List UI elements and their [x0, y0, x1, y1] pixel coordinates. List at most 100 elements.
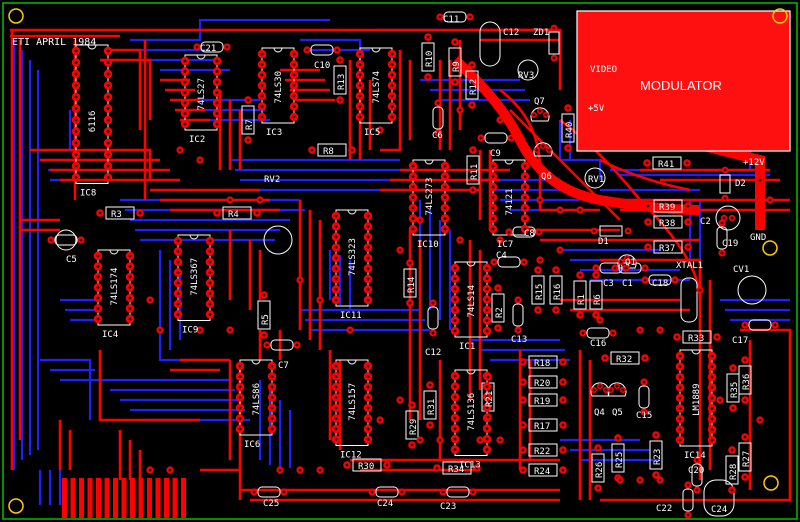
pad-hole — [390, 105, 394, 108]
pad-hole — [718, 398, 722, 402]
pad-hole — [390, 94, 394, 98]
pad-hole — [378, 128, 382, 132]
pad-hole — [98, 211, 102, 215]
diode-body — [719, 174, 731, 194]
resistor-body — [591, 453, 605, 483]
pad-hole — [678, 354, 682, 358]
pad-hole — [262, 333, 266, 337]
pad-hole — [603, 356, 607, 360]
pad-hole — [654, 433, 658, 437]
pad-hole — [426, 35, 430, 39]
pad-hole — [366, 235, 370, 239]
pad-hole — [265, 343, 269, 347]
pad-hole — [626, 229, 630, 233]
pad-hole — [492, 260, 496, 264]
pad-hole — [561, 448, 565, 452]
ic-ref-label: IC6 — [244, 440, 260, 450]
pad-hole — [538, 258, 542, 262]
ic-ref-label: IC2 — [189, 135, 205, 145]
pad-hole — [348, 328, 352, 332]
pad-hole — [334, 267, 338, 270]
mount-hole — [762, 240, 778, 256]
pad-hole — [496, 286, 500, 290]
pad-hole — [642, 410, 646, 414]
pad-hole — [436, 131, 440, 135]
pad-hole — [215, 59, 219, 63]
pad-hole — [523, 217, 527, 220]
pad-hole — [195, 45, 199, 49]
ic-part-label: 74LS157 — [348, 383, 358, 421]
pad-hole — [358, 105, 362, 108]
pad-hole — [183, 112, 187, 115]
resistor-body — [682, 330, 712, 344]
resistor-body — [352, 458, 382, 472]
pad-hole — [538, 198, 542, 202]
resistor-body — [257, 300, 271, 330]
pad-hole — [106, 118, 110, 122]
pad-hole — [390, 115, 394, 119]
ic-part-label: 6116 — [88, 111, 98, 133]
pad-hole — [613, 266, 617, 270]
ic-part-label: 74LS30 — [274, 71, 284, 104]
pad-hole — [485, 287, 489, 291]
pad-hole — [686, 513, 690, 517]
resistor-label: R18 — [534, 359, 550, 369]
pad-hole — [642, 380, 646, 384]
resistor-body — [333, 65, 347, 95]
pad-hole — [523, 227, 527, 231]
pad-hole — [366, 288, 370, 291]
pad-hole — [723, 196, 727, 200]
edge-connector — [62, 478, 186, 518]
pad-hole — [485, 406, 489, 409]
pad-hole — [453, 40, 457, 44]
pad-hole — [318, 298, 322, 302]
part-label: C22 — [656, 504, 672, 514]
pad-hole — [270, 417, 274, 420]
pad-hole — [260, 84, 264, 87]
pad-hole — [458, 238, 462, 242]
pad-hole — [768, 198, 772, 202]
pad-hole — [358, 94, 362, 98]
pad-hole — [596, 486, 600, 490]
pad-hole — [730, 488, 734, 492]
pad-hole — [106, 107, 110, 110]
pad-hole — [128, 265, 132, 268]
pad-hole — [710, 438, 714, 442]
pad-hole — [646, 204, 650, 208]
ic-part-label: 74LS367 — [190, 258, 200, 296]
pad-hole — [334, 235, 338, 239]
pad-hole — [578, 313, 582, 317]
pad-hole — [178, 148, 182, 152]
pad-hole — [710, 407, 714, 410]
pad-hole — [128, 317, 132, 321]
ic-part-label: 74LS174 — [110, 268, 120, 306]
pad-hole — [74, 141, 78, 145]
resistor-label: R34 — [448, 465, 464, 475]
resistor-label: R25 — [615, 452, 625, 468]
pad-hole — [411, 175, 415, 178]
pad-hole — [410, 403, 414, 407]
pad-hole — [723, 168, 727, 172]
pad-hole — [598, 318, 602, 322]
resistor-label: R23 — [653, 449, 663, 465]
pad-hole — [485, 448, 489, 451]
resistor-label: R12 — [469, 79, 479, 95]
part-label: C11 — [443, 15, 459, 25]
pad-hole — [238, 417, 242, 420]
pad-hole — [198, 158, 202, 162]
resistor-body — [561, 113, 575, 143]
resistor-label: R41 — [658, 160, 674, 170]
pad-hole — [710, 396, 714, 400]
pad-hole — [654, 473, 658, 477]
pad-hole — [366, 364, 370, 368]
resistor-label: R28 — [729, 464, 739, 480]
pad-hole — [208, 260, 212, 264]
resistor-label: R11 — [470, 164, 480, 180]
trimmer-outline — [584, 167, 606, 189]
resistor-label: R31 — [427, 399, 437, 415]
pad-hole — [208, 271, 212, 274]
pad-hole — [334, 364, 338, 368]
pad-hole — [596, 446, 600, 450]
pad-hole — [246, 98, 250, 102]
